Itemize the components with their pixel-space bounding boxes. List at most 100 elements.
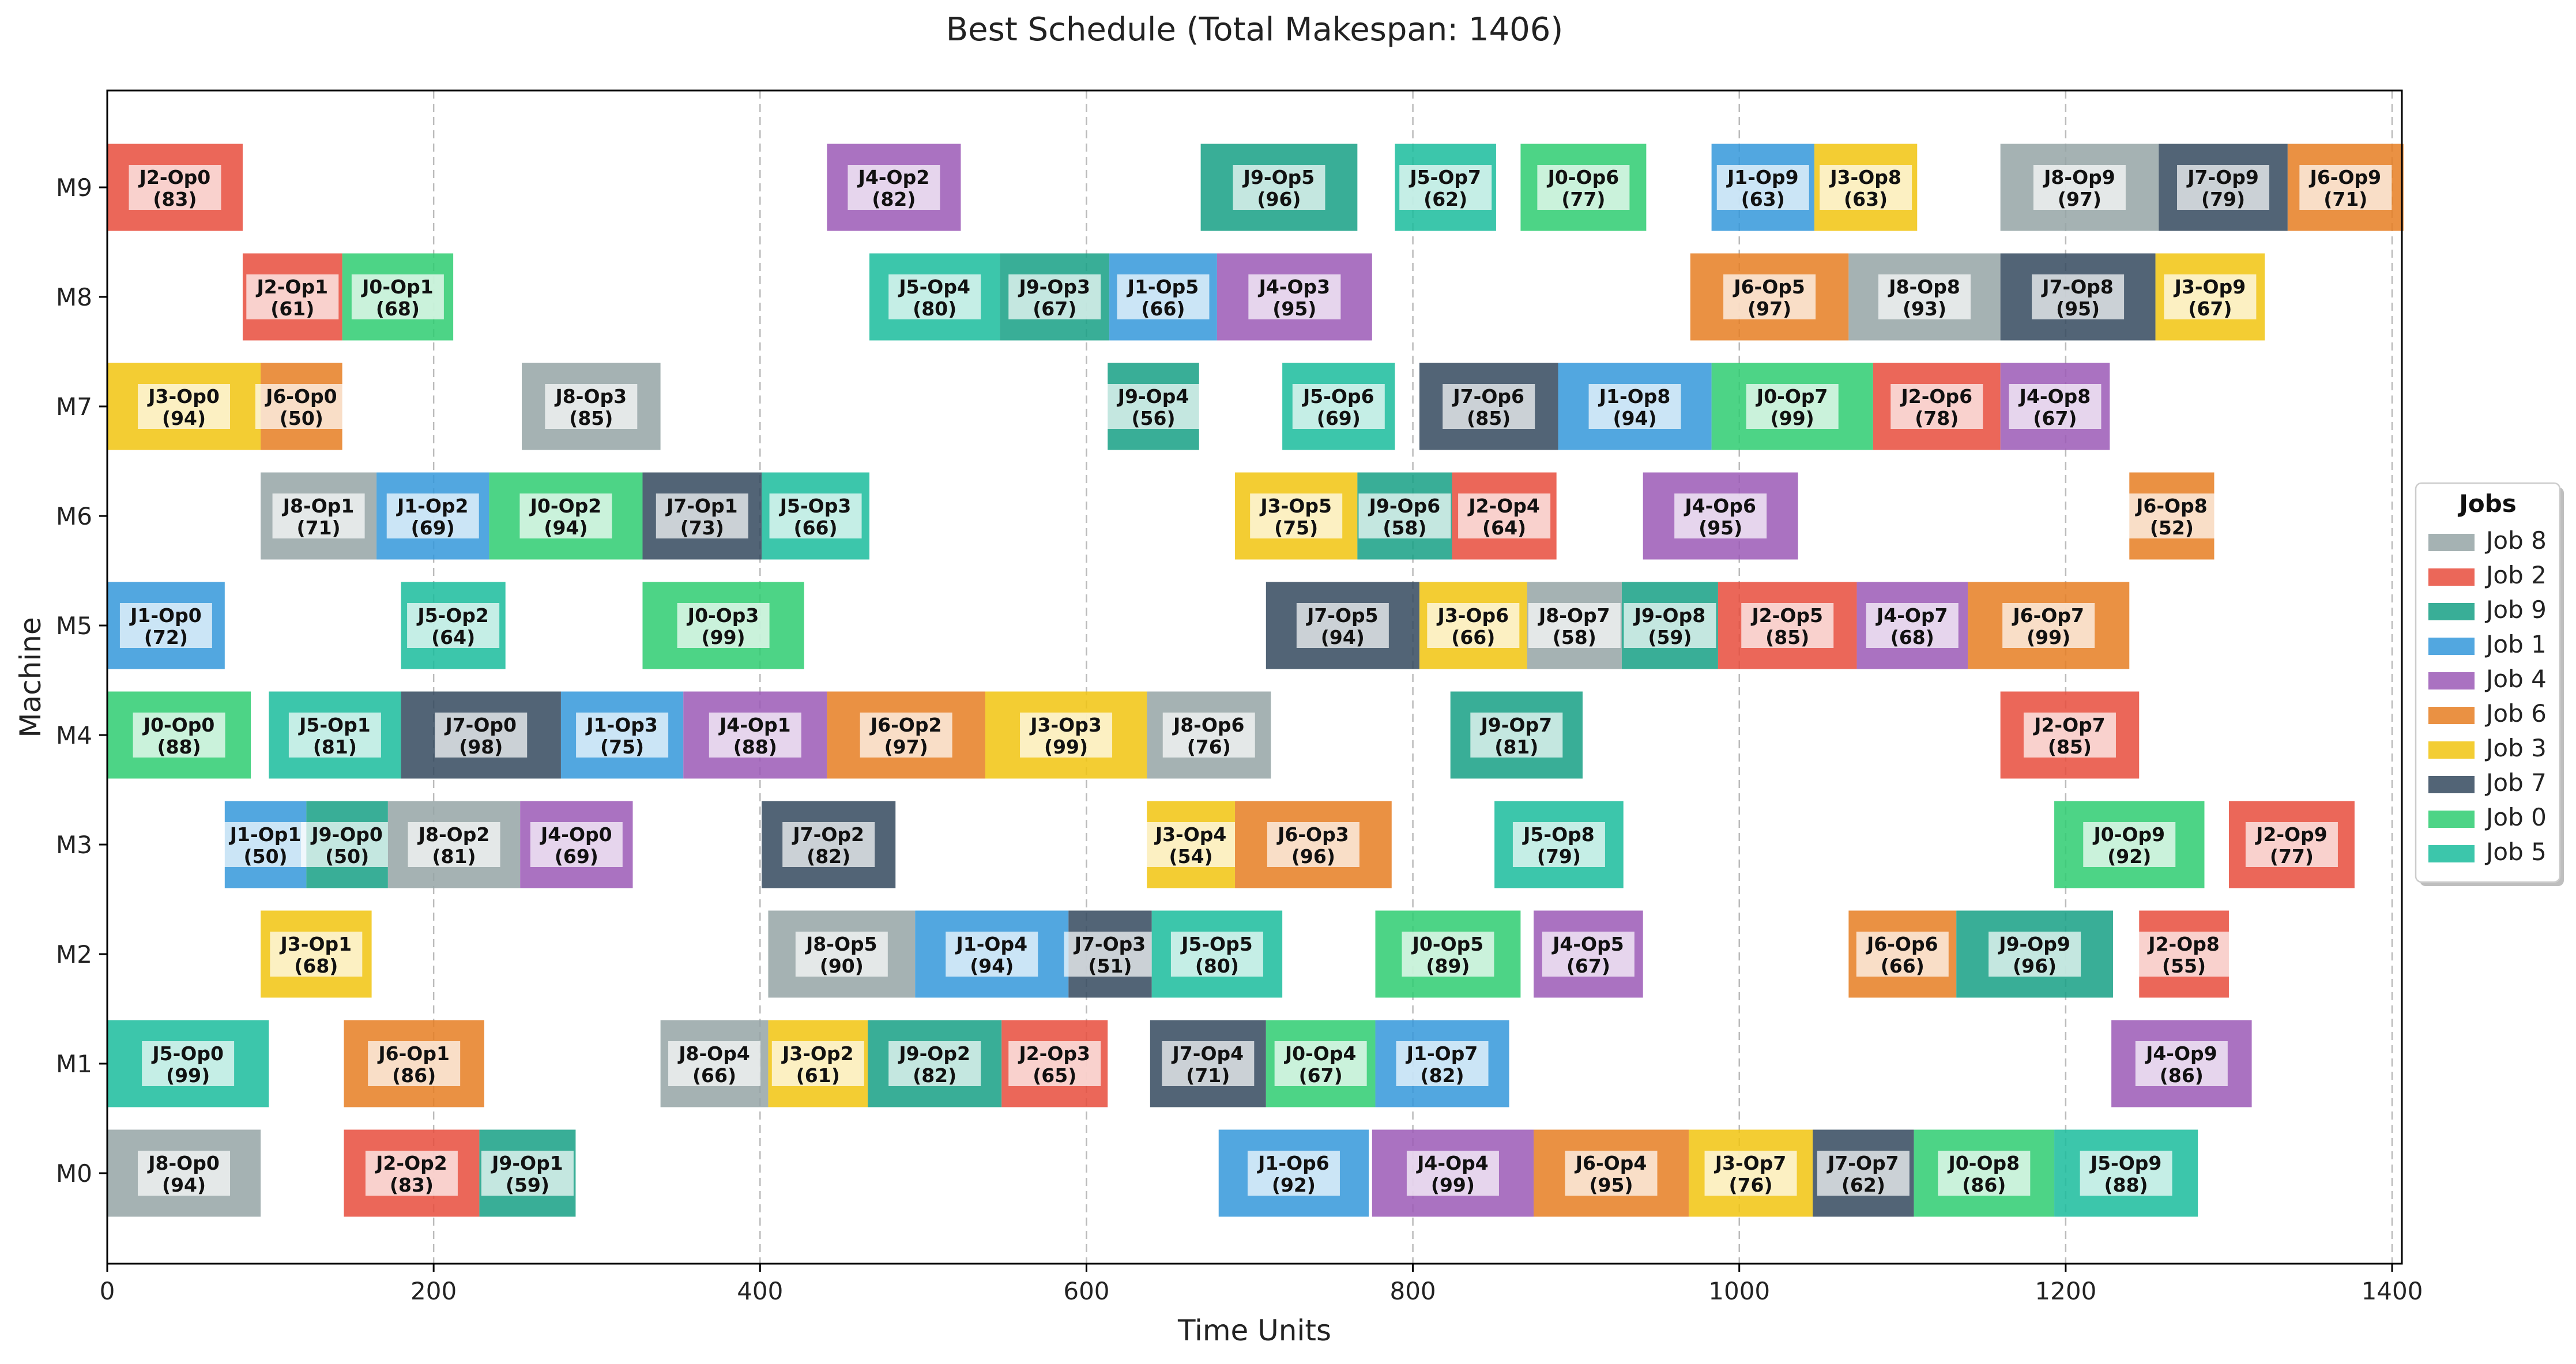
- task-label: J0-Op5: [1411, 933, 1484, 955]
- grid-lines: [432, 91, 2393, 1264]
- task-label: J2-Op3: [1018, 1042, 1090, 1065]
- task-duration-label: (92): [2107, 845, 2151, 868]
- task-duration-label: (63): [1844, 188, 1888, 210]
- task-label: J9-Op5: [1242, 166, 1315, 189]
- task-label-box: [246, 274, 339, 319]
- task-bar: J0-Op2(94): [489, 472, 643, 560]
- task-duration-label: (59): [506, 1174, 549, 1196]
- task-label: J4-Op4: [1416, 1152, 1489, 1174]
- task-label-box: [1890, 384, 1983, 429]
- task-label-box: [1542, 932, 1635, 977]
- task-label-box: [272, 493, 365, 538]
- task-duration-label: (95): [1272, 297, 1316, 320]
- task-bar: J7-Op8(95): [2000, 253, 2156, 341]
- task-duration-label: (71): [2323, 188, 2367, 210]
- task-duration-label: (68): [376, 297, 420, 320]
- task-bar: J0-Op9(92): [2054, 801, 2205, 888]
- plot-frame: [106, 89, 2403, 1265]
- task-bar: J5-Op4(80): [869, 253, 1000, 341]
- x-tick-label: 400: [737, 1277, 783, 1305]
- task-bar: J6-Op5(97): [1690, 253, 1849, 341]
- task-bar: J5-Op0(99): [107, 1020, 269, 1107]
- task-duration-label: (97): [2058, 188, 2102, 210]
- task-duration-label: (98): [459, 736, 503, 758]
- task-bar: J7-Op2(82): [762, 801, 896, 888]
- task-label: J2-Op2: [375, 1152, 447, 1174]
- task-label-box: [1588, 384, 1681, 429]
- task-bar: J2-Op4(64): [1452, 472, 1557, 560]
- legend-label: Job 3: [2484, 734, 2547, 762]
- task-label-box: [545, 384, 638, 429]
- task-bar: J3-Op4(54): [1144, 801, 1237, 888]
- task-bars: J8-Op0(94)J2-Op2(83)J9-Op1(59)J1-Op6(92)…: [107, 144, 2404, 1217]
- task-bar: J0-Op0(88): [107, 691, 251, 779]
- task-label-box: [2032, 274, 2125, 319]
- task-bar: J8-Op2(81): [387, 801, 521, 888]
- task-label: J3-Op5: [1259, 495, 1332, 517]
- task-duration-label: (78): [1915, 407, 1959, 429]
- task-label-box: [1144, 822, 1237, 867]
- task-label: J4-Op6: [1684, 495, 1756, 517]
- x-tick-label: 200: [410, 1277, 457, 1305]
- task-bar: J1-Op3(75): [560, 691, 684, 779]
- task-duration-label: (68): [294, 955, 338, 977]
- task-duration-label: (97): [884, 736, 928, 758]
- task-duration-label: (54): [1169, 845, 1213, 868]
- task-label-box: [769, 493, 862, 538]
- task-label: J0-Op0: [142, 714, 215, 736]
- task-duration-label: (58): [1553, 626, 1596, 649]
- task-bar: J6-Op0(50): [255, 363, 348, 450]
- task-label: J3-Op0: [147, 385, 220, 408]
- task-label-box: [795, 932, 888, 977]
- task-label: J4-Op1: [718, 714, 791, 736]
- legend-swatch: [2428, 534, 2475, 551]
- task-duration-label: (65): [1033, 1064, 1076, 1087]
- task-bar: J7-Op5(94): [1266, 582, 1419, 669]
- task-label-box: [1358, 493, 1451, 538]
- task-bar: J2-Op2(83): [344, 1129, 480, 1217]
- task-duration-label: (50): [325, 845, 369, 868]
- task-label: J1-Op8: [1598, 385, 1671, 408]
- task-label: J8-Op6: [1172, 714, 1245, 736]
- task-label-box: [2033, 165, 2126, 210]
- task-label-box: [1989, 932, 2081, 977]
- task-label-box: [351, 274, 444, 319]
- task-duration-label: (56): [1131, 407, 1175, 429]
- legend-item: Job 4: [2428, 665, 2547, 693]
- task-bar: J9-Op5(96): [1200, 144, 1358, 231]
- task-duration-label: (97): [1748, 297, 1791, 320]
- task-label-box: [1866, 603, 1959, 648]
- task-label: J0-Op4: [1284, 1042, 1357, 1065]
- task-duration-label: (85): [1765, 626, 1809, 649]
- task-bar: J9-Op9(96): [1956, 910, 2113, 998]
- task-label-box: [1458, 493, 1551, 538]
- task-bar: J8-Op5(90): [768, 910, 916, 998]
- task-label-box: [1820, 165, 1912, 210]
- legend-item: Job 1: [2428, 630, 2547, 658]
- task-bar: J2-Op6(78): [1873, 363, 2001, 450]
- task-bar: J3-Op3(99): [985, 691, 1147, 779]
- task-label-box: [133, 713, 225, 758]
- task-duration-label: (50): [244, 845, 288, 868]
- task-duration-label: (69): [555, 845, 598, 868]
- task-bar: J6-Op3(96): [1235, 801, 1392, 888]
- legend-label: Job 5: [2484, 838, 2547, 866]
- task-label-box: [2135, 1041, 2228, 1086]
- task-bar: J6-Op7(99): [1968, 582, 2130, 669]
- task-duration-label: (61): [796, 1064, 840, 1087]
- task-label-box: [301, 822, 394, 867]
- task-duration-label: (81): [432, 845, 476, 868]
- legend-item: Job 2: [2428, 561, 2547, 589]
- task-bar: J9-Op2(82): [868, 1020, 1002, 1107]
- task-label-box: [1470, 713, 1563, 758]
- task-label-box: [860, 713, 952, 758]
- task-label: J5-Op7: [1408, 166, 1481, 189]
- legend-swatch: [2428, 776, 2475, 793]
- legend-swatch: [2428, 672, 2475, 689]
- task-duration-label: (80): [913, 297, 956, 320]
- task-label: J4-Op7: [1875, 604, 1948, 627]
- legend-label: Job 7: [2484, 768, 2547, 797]
- task-duration-label: (94): [162, 1174, 206, 1196]
- task-bar: J3-Op0(94): [107, 363, 261, 450]
- task-label-box: [1817, 1151, 1910, 1196]
